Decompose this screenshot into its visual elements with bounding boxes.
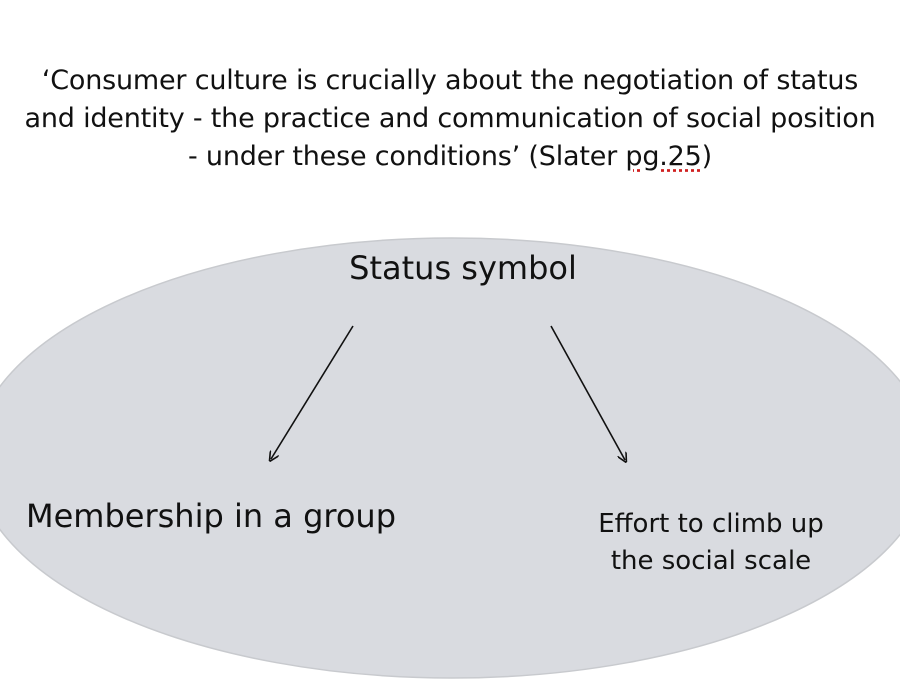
quote-line-3: - under these conditions’ (Slater pg.25): [0, 138, 900, 176]
citation-page-ref: pg.25: [625, 141, 702, 172]
status-symbol-label: Status symbol: [349, 249, 577, 287]
membership-label: Membership in a group: [26, 497, 397, 535]
effort-label: Effort to climb up the social scale: [580, 506, 842, 580]
quote-line-1: ‘Consumer culture is crucially about the…: [41, 65, 859, 96]
quote-text: ‘Consumer culture is crucially about the…: [0, 62, 900, 176]
effort-label-line-1: Effort to climb up: [598, 509, 824, 539]
diagram-ellipse: [0, 237, 900, 679]
arrow-to-effort: [550, 325, 625, 460]
quote-line-3-main: - under these conditions’ (Slater: [188, 141, 626, 172]
quote-line-2: and identity - the practice and communic…: [24, 103, 876, 134]
arrow-to-membership: [271, 325, 354, 459]
effort-label-line-2: the social scale: [610, 546, 812, 576]
quote-line-3-end: ): [701, 141, 713, 172]
